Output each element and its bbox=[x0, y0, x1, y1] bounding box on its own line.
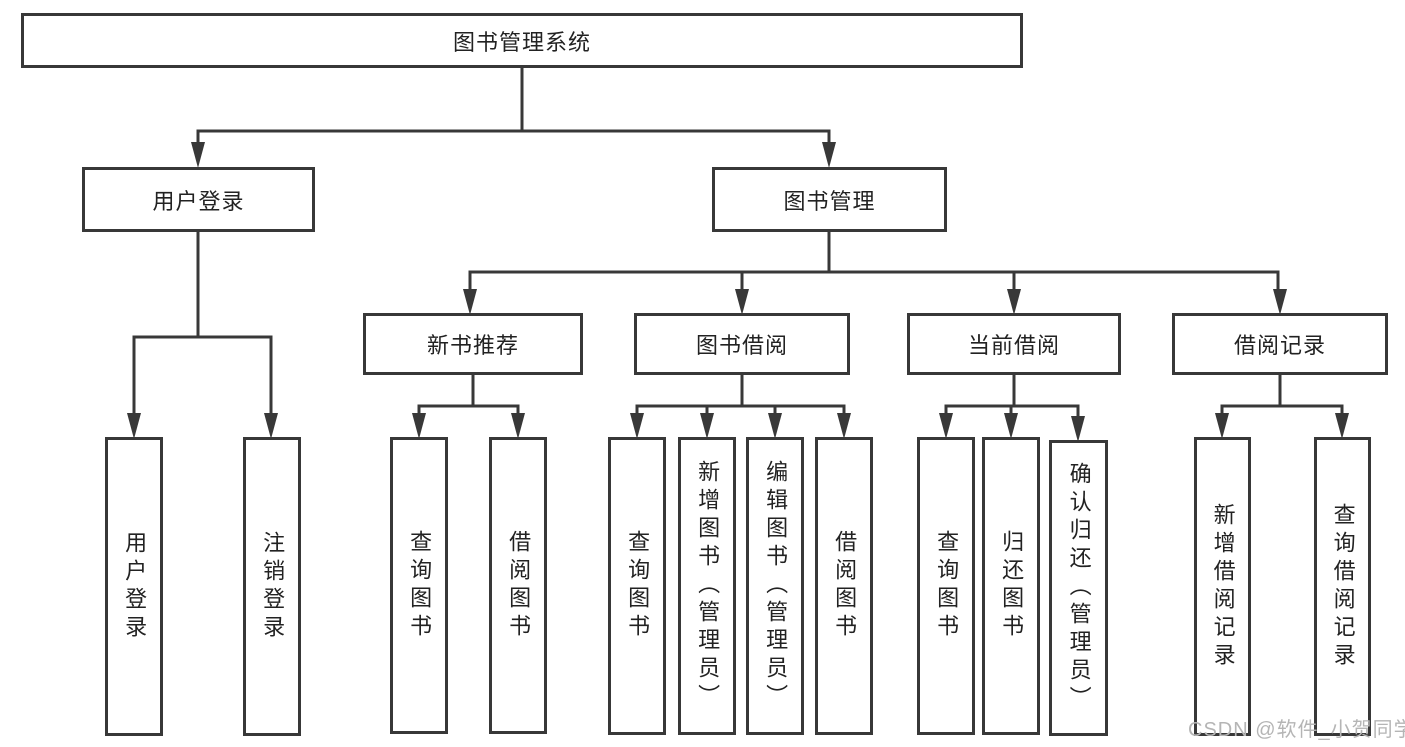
node-label: 归还图书 bbox=[999, 530, 1025, 642]
csdn-watermark: CSDN @软件_小贺同学 bbox=[1188, 719, 1405, 741]
node-label: 用户登录 bbox=[152, 188, 245, 214]
node-label: 编辑图书（管理员） bbox=[763, 460, 789, 712]
node-label: 借阅图书 bbox=[506, 529, 532, 642]
node-label: 注销登录 bbox=[260, 530, 286, 643]
leaf-borrow-books: 借阅图书 bbox=[815, 437, 873, 735]
leaf-logout: 注销登录 bbox=[243, 437, 301, 736]
leaf-edit-books-admin: 编辑图书（管理员） bbox=[746, 437, 804, 735]
node-label: 新书推荐 bbox=[426, 333, 519, 358]
leaf-query-books-current: 查询图书 bbox=[917, 437, 975, 735]
leaf-add-books-admin: 新增图书（管理员） bbox=[678, 437, 736, 735]
node-label: 当前借阅 bbox=[967, 333, 1060, 358]
node-label: 查询图书 bbox=[407, 529, 433, 642]
node-label: 图书管理系统 bbox=[452, 29, 591, 55]
leaf-query-borrow-record: 查询借阅记录 bbox=[1314, 437, 1371, 736]
node-label: 确认归还（管理员） bbox=[1066, 462, 1092, 714]
node-user-login: 用户登录 bbox=[82, 167, 315, 232]
node-label: 查询图书 bbox=[934, 530, 960, 642]
node-new-book-recommend: 新书推荐 bbox=[363, 313, 583, 375]
arrowheads bbox=[127, 142, 1349, 442]
node-label: 用户登录 bbox=[122, 530, 148, 643]
node-label: 查询图书 bbox=[625, 530, 651, 642]
node-label: 新增借阅记录 bbox=[1210, 502, 1236, 671]
node-borrow-records: 借阅记录 bbox=[1172, 313, 1388, 375]
leaf-return-books: 归还图书 bbox=[982, 437, 1040, 735]
node-book-management: 图书管理 bbox=[712, 167, 947, 232]
node-label: 借阅图书 bbox=[832, 530, 858, 642]
node-current-borrow: 当前借阅 bbox=[907, 313, 1121, 375]
leaf-query-books-recommend: 查询图书 bbox=[390, 437, 448, 734]
node-book-borrow: 图书借阅 bbox=[634, 313, 850, 375]
node-label: 借阅记录 bbox=[1233, 333, 1326, 358]
node-label: 图书管理 bbox=[783, 188, 876, 214]
leaf-add-borrow-record: 新增借阅记录 bbox=[1194, 437, 1251, 736]
leaf-borrow-books-recommend: 借阅图书 bbox=[489, 437, 547, 734]
leaf-query-books-borrow: 查询图书 bbox=[608, 437, 666, 735]
node-label: 新增图书（管理员） bbox=[695, 460, 721, 712]
node-label: 查询借阅记录 bbox=[1330, 502, 1356, 671]
node-root-system: 图书管理系统 bbox=[21, 13, 1023, 68]
node-label: 图书借阅 bbox=[695, 333, 788, 358]
leaf-user-login: 用户登录 bbox=[105, 437, 163, 736]
leaf-confirm-return-admin: 确认归还（管理员） bbox=[1049, 440, 1108, 736]
